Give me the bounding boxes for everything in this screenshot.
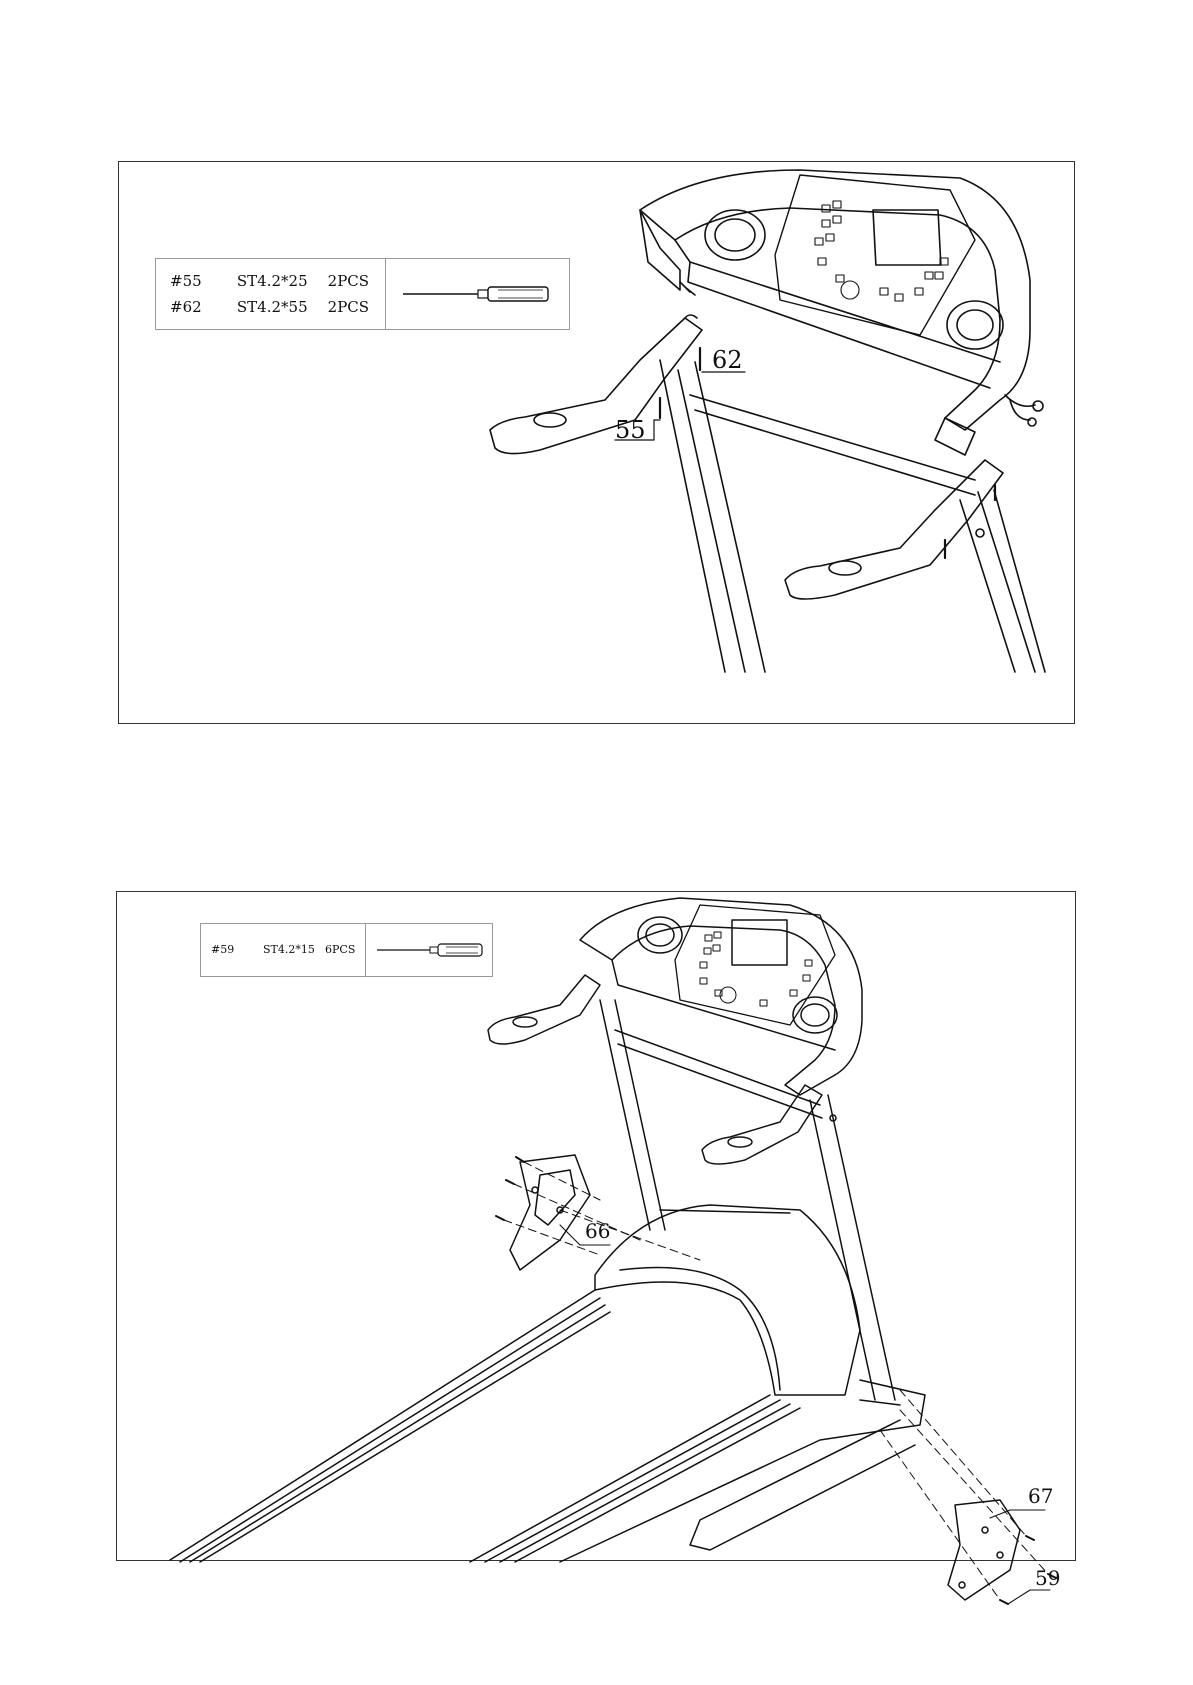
step-2-parts-table: #59 ST4.2*15 6PCS <box>200 923 493 977</box>
callout-67: 67 <box>1028 1484 1053 1508</box>
part-row: #59 ST4.2*15 6PCS <box>211 942 365 958</box>
parts-list: #59 ST4.2*15 6PCS <box>201 924 366 976</box>
screwdriver-icon <box>372 941 487 959</box>
callout-59: 59 <box>1035 1566 1060 1590</box>
tool-cell <box>366 924 492 976</box>
part-id: #59 <box>211 942 263 958</box>
part-spec: ST4.2*15 <box>263 942 325 958</box>
callout-66: 66 <box>585 1219 610 1243</box>
part-qty: 6PCS <box>325 942 365 958</box>
